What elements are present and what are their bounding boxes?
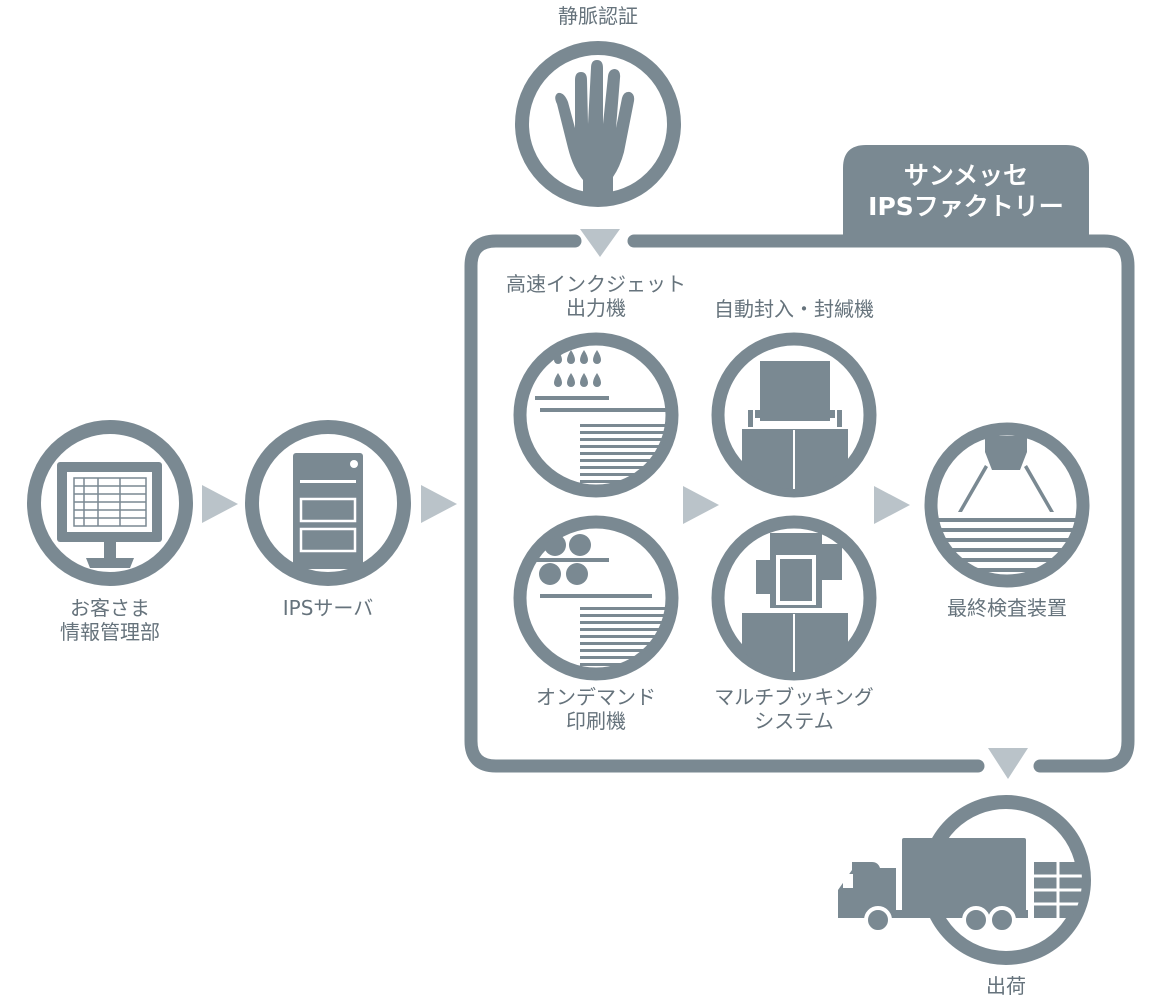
inspection-node (924, 422, 1090, 588)
vein-auth-label: 静脈認証 (558, 4, 638, 28)
flow-arrows (202, 229, 1028, 779)
envelope-sealer-icon (742, 361, 848, 489)
customer-node (27, 420, 193, 586)
ips-server-node (245, 420, 411, 586)
arrow-customer-to-server (202, 485, 238, 523)
arrow-factory-to-shipping (988, 748, 1028, 779)
inkjet-node (513, 332, 679, 498)
enclosing-node (711, 332, 877, 498)
shipping-node (838, 795, 1091, 965)
truck-icon (838, 838, 1028, 934)
factory-frame (464, 145, 1135, 773)
ondemand-press-icon (535, 534, 670, 672)
inkjet-label: 高速インクジェット 出力機 (506, 272, 686, 320)
arrow-printing-to-enclosing (683, 486, 719, 524)
ips-server-label: IPSサーバ (282, 596, 374, 620)
arrow-enclosing-to-inspection (874, 486, 910, 524)
multibooking-label: マルチブッキング システム (714, 685, 874, 733)
factory-title: サンメッセ IPSファクトリー (868, 161, 1064, 221)
boxes-icon (1034, 862, 1082, 918)
monitor-icon (57, 462, 162, 568)
factory-title-tab (843, 145, 1089, 241)
enclosing-label: 自動封入・封緘機 (714, 297, 874, 321)
vein-auth-node (515, 41, 681, 207)
customer-label: お客さま 情報管理部 (60, 596, 160, 644)
multibooking-icon (742, 533, 848, 672)
arrow-server-to-factory (421, 485, 457, 523)
shipping-label: 出荷 (986, 974, 1026, 998)
inspection-label: 最終検査装置 (947, 596, 1067, 620)
multibooking-node (711, 515, 877, 681)
ondemand-label: オンデマンド 印刷機 (536, 685, 656, 733)
inspection-scanner-icon (935, 436, 1081, 579)
server-icon (293, 453, 363, 569)
hand-icon (555, 60, 635, 198)
ondemand-node (513, 515, 679, 681)
arrow-vein-to-factory (580, 229, 620, 257)
